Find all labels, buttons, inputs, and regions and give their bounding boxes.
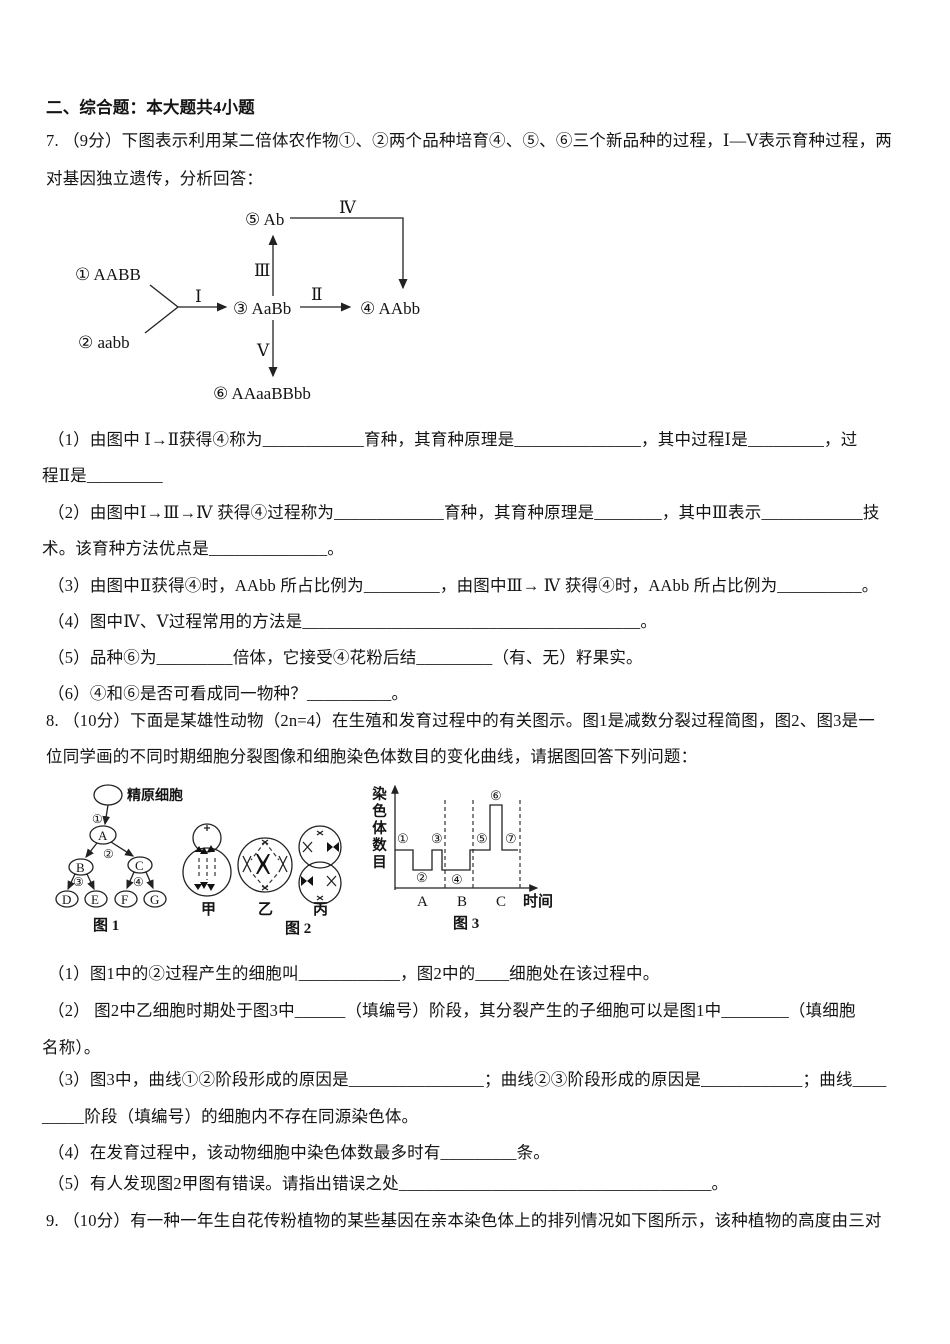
q8-part3: （3）图3中，曲线①②阶段形成的原因是________________；曲线②③…: [48, 1070, 887, 1089]
fig1-node-B: [68, 858, 94, 876]
fig2-jia-spindle-pole: [204, 825, 210, 831]
fig3-point-4: ④: [451, 872, 463, 887]
fig1-branch-A-B: [85, 842, 98, 859]
fig2-yi-pole-bottom: [261, 885, 269, 891]
q7-intro-line1: 7. （9分）下图表示利用某二倍体农作物①、②两个品种培育④、⑤、⑥三个新品种的…: [46, 131, 892, 150]
fig2-yi-pole-top: [261, 839, 269, 845]
fig1-node-F-label: F: [121, 892, 128, 907]
fig2-cell-bing: [298, 825, 342, 905]
label-process-I: Ⅰ: [195, 287, 202, 306]
q8-part2-cont: 名称）。: [42, 1038, 101, 1057]
fig3-caption: 图 3: [453, 915, 479, 932]
fig3-phase-B: B: [457, 894, 467, 910]
breeding-diagram: ① AABB ② aabb ③ AaBb ④ AAbb ⑤ Ab ⑥ AAaaB…: [75, 198, 420, 403]
label-process-V: Ⅴ: [256, 341, 270, 360]
fig1-step2-label: ②: [103, 847, 114, 861]
fig2-cell-yi: [237, 837, 293, 893]
fig1-top-label: 精原细胞: [127, 787, 183, 804]
q7-part3: （3）由图中Ⅱ获得④时，AAbb 所占比例为_________，由图中Ⅲ→ Ⅳ …: [48, 576, 879, 595]
label-process-III: Ⅲ: [254, 261, 270, 280]
q7-part6: （6）④和⑥是否可看成同一物种？__________。: [48, 684, 409, 703]
q7-part2: （2）由图中Ⅰ→Ⅲ→Ⅳ 获得④过程称为_____________育种，其育种原理…: [48, 503, 880, 522]
q7-part1-cont: 程Ⅱ是_________: [42, 466, 163, 485]
q8-part2: （2） 图2中乙细胞时期处于图3中______（填编号）阶段，其分裂产生的子细胞…: [48, 1001, 856, 1020]
fig3-phase-A: A: [417, 894, 428, 910]
q7-part5: （5）品种⑥为_________倍体，它接受④花粉后结_________（有、无…: [48, 648, 643, 667]
q7-part2-cont: 术。该育种方法优点是______________。: [42, 539, 344, 558]
fig1-branch-C-F: [126, 871, 135, 890]
label-process-IV: Ⅳ: [339, 198, 357, 217]
node-parent1: ① AABB: [75, 265, 141, 284]
node-product4: ④ AAbb: [360, 299, 420, 318]
fig3-phase-C: C: [496, 894, 506, 910]
fig1-branch-B-D: [67, 873, 76, 891]
fig1-node-C: [127, 856, 153, 874]
fig1-meiosis-tree: 精原细胞 ① A ② B C ③ ④ D E F G: [55, 784, 183, 934]
fig1-step3-label: ③: [73, 875, 84, 889]
fig3-point-1: ①: [397, 831, 409, 846]
q8-intro-line1: 8. （10分）下面是某雄性动物（2n=4）在生殖和发育过程中的有关图示。图1是…: [46, 711, 876, 730]
fig3-x-axis-label: 时间: [523, 892, 553, 910]
fig1-step1-label: ①: [92, 812, 103, 826]
fig2-cell-bing-label: 丙: [313, 901, 328, 918]
fig1-step4-label: ④: [133, 875, 144, 889]
fig2-caption: 图 2: [285, 920, 311, 937]
fig1-node-E: [84, 890, 108, 908]
fig2-cell-jia-label: 甲: [201, 901, 216, 918]
fig3-chromosome-chart: ① ② ③ ④ ⑤ ⑥ ⑦ A B C 时间 图 3: [391, 784, 553, 932]
q8-part5: （5）有人发现图2甲图有错误。请指出错误之处__________________…: [48, 1174, 729, 1193]
fig2-yi-black-chromosomes: [256, 854, 270, 874]
fig2-cell-yi-label: 乙: [258, 902, 273, 918]
fig1-node-A-label: A: [98, 828, 108, 843]
fig1-caption: 图 1: [93, 917, 119, 934]
fig1-node-B-label: B: [76, 860, 85, 875]
q8-part4: （4）在发育过程中，该动物细胞中染色体数最多时有_________条。: [48, 1143, 550, 1162]
fig2-yi-outline-chromosome-right: [278, 855, 288, 873]
fig1-node-D-label: D: [62, 892, 71, 907]
q8-part1: （1）图1中的②过程产生的细胞叫____________，图2中的____细胞处…: [48, 964, 660, 983]
fig3-point-5: ⑤: [476, 831, 488, 846]
q8-intro-line2: 位同学画的不同时期细胞分裂图像和细胞染色体数目的变化曲线，请据图回答下列问题：: [46, 747, 698, 766]
fig1-step1-arrow: [102, 804, 111, 826]
node-parent2: ② aabb: [78, 333, 130, 352]
q8-part3-cont: _____阶段（填编号）的细胞内不存在同源染色体。: [42, 1107, 419, 1126]
node-product5: ⑤ Ab: [245, 210, 284, 229]
fig3-point-2: ②: [416, 870, 428, 885]
fig1-node-G-label: G: [150, 892, 159, 907]
process-IV-arrow: [290, 217, 408, 290]
fig1-branch-B-E: [86, 873, 95, 891]
fig1-branch-C-G: [145, 871, 154, 890]
fig1-branch-A-C: [110, 841, 135, 857]
fig1-node-C-label: C: [135, 858, 144, 873]
node-hybrid: ③ AaBb: [233, 299, 291, 318]
fig1-spermatogonium-cell: [93, 784, 123, 806]
node-product6: ⑥ AAaaBBbb: [213, 384, 311, 403]
section-header: 二、综合题：本大题共4小题: [46, 98, 255, 117]
q7-part1: （1）由图中 Ⅰ→Ⅱ获得④称为____________育种，其育种原理是____…: [48, 430, 858, 449]
label-process-II: Ⅱ: [311, 285, 323, 304]
fig3-point-3: ③: [431, 831, 443, 846]
fig2-yi-outline-chromosome-left: [242, 855, 252, 873]
q7-part4: （4）图中Ⅳ、Ⅴ过程常用的方法是________________________…: [48, 612, 658, 631]
fig2-cell-drawings: 甲 乙 丙: [182, 823, 342, 937]
q9-intro-line1: 9. （10分）有一种一年生自花传粉植物的某些基因在亲本染色体上的排列情况如下图…: [46, 1211, 882, 1230]
fig2-cell-jia: [182, 823, 232, 897]
q7-intro-line2: 对基因独立遗传，分析回答：: [46, 169, 264, 188]
fig3-point-6: ⑥: [490, 788, 502, 803]
fig3-y-axis-label: 染色体数目: [370, 786, 386, 871]
q8-figures: 精原细胞 ① A ② B C ③ ④ D E F G: [55, 784, 553, 937]
fig1-node-A: [89, 825, 117, 845]
parent-converge-lines: [144, 284, 180, 334]
fig1-node-F: [114, 890, 138, 908]
fig1-node-D: [55, 890, 79, 908]
fig3-step-curve: [395, 804, 518, 871]
fig1-node-E-label: E: [91, 892, 99, 907]
fig3-point-7: ⑦: [505, 831, 517, 846]
fig1-node-G: [143, 890, 167, 908]
